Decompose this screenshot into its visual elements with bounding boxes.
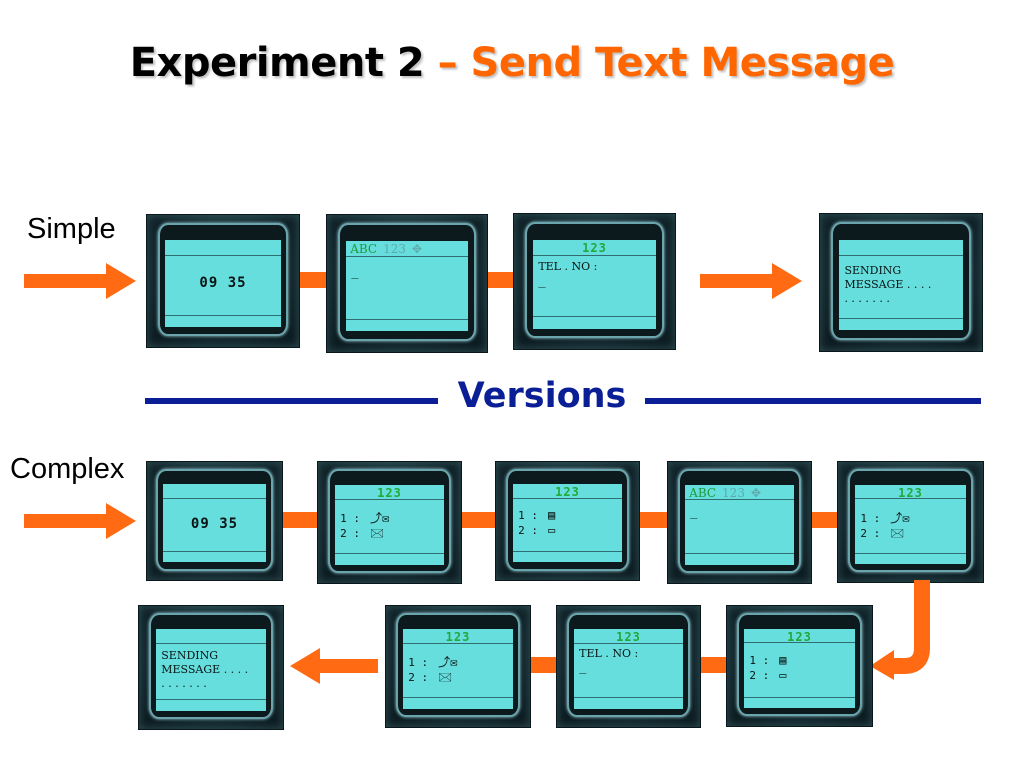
screen-header: 123 <box>616 629 641 644</box>
connector <box>486 272 513 288</box>
mode-abc: ABC <box>689 485 717 500</box>
write-message-icon: ⤴✉ <box>370 510 390 525</box>
card-icon: ▭ <box>548 523 556 538</box>
phone-screen-menu: 123 1 : ⤴✉ 2 : 🖂 <box>317 461 462 584</box>
connector <box>810 512 837 528</box>
entry-arrow-simple-icon <box>24 263 136 299</box>
connector <box>638 512 667 528</box>
move-icon: ✥ <box>750 485 762 500</box>
clock-time: 09 35 <box>190 515 239 532</box>
phone-screen-menu: 123 1 : ⤴✉ 2 : 🖂 <box>385 605 531 728</box>
screen-header: 123 <box>582 240 607 255</box>
connector <box>699 657 726 673</box>
menu-item-2-label: 2 : <box>860 526 881 540</box>
phone-screen-tel-no: 123 TEL . NO : _ <box>556 605 701 728</box>
menu-item-2-label: 2 : <box>518 524 539 538</box>
write-message-icon: ⤴✉ <box>890 510 910 525</box>
connector <box>460 512 495 528</box>
sending-line-1: SENDING <box>161 649 219 663</box>
screen-header: 123 <box>445 629 471 644</box>
move-icon: ✥ <box>411 242 423 257</box>
phone-screen-menu: 123 1 : ▤ 2 : ▭ <box>495 461 640 581</box>
mode-123: 123 <box>722 485 745 500</box>
arrow-to-sending-icon <box>700 263 802 299</box>
screen-header: 123 <box>555 485 580 500</box>
tel-no-prompt: TEL . NO : <box>538 259 598 273</box>
menu-item-2-label: 2 : <box>749 668 770 682</box>
title-task: – Send Text Message <box>424 40 895 86</box>
mode-abc: ABC <box>350 242 378 257</box>
label-simple: Simple <box>27 213 116 245</box>
versions-heading: Versions <box>457 376 627 416</box>
card-icon: ▭ <box>779 667 787 682</box>
text-cursor: _ <box>538 273 546 288</box>
sending-line-2: MESSAGE . . . . <box>161 663 249 677</box>
screen-header: 123 <box>898 485 923 500</box>
phone-screen-sending: SENDING MESSAGE . . . . . . . . . . . <box>138 605 284 730</box>
screen-header: 123 <box>377 485 402 500</box>
label-complex: Complex <box>10 453 125 485</box>
phone-screen-text-entry: ABC 123 ✥ _ <box>326 214 488 353</box>
tel-no-prompt: TEL . NO : <box>579 646 639 660</box>
screen-header: 123 <box>787 629 812 644</box>
divider-right <box>645 398 981 404</box>
write-message-icon: ⤴✉ <box>438 654 458 669</box>
menu-item-1-label: 1 : <box>518 509 539 523</box>
inbox-icon: 🖂 <box>438 669 453 684</box>
menu-item-1-label: 1 : <box>860 511 881 525</box>
phone-screen-clock: 09 35 <box>146 461 283 581</box>
title-experiment: Experiment 2 <box>129 40 425 86</box>
phone-screen-clock: 09 35 <box>146 214 300 348</box>
page-title: Experiment 2 – Send Text Message <box>0 40 1024 86</box>
document-icon: ▤ <box>548 508 556 523</box>
phone-screen-tel-no: 123 TEL . NO : _ <box>513 213 676 350</box>
phone-screen-menu: 123 1 : ⤴✉ 2 : 🖂 <box>837 461 984 583</box>
menu-item-1-label: 1 : <box>749 653 770 667</box>
arrow-to-sending-icon <box>290 648 378 684</box>
inbox-icon: 🖂 <box>890 525 905 540</box>
text-cursor: _ <box>351 265 359 280</box>
clock-time: 09 35 <box>199 274 247 291</box>
sending-line-3: . . . . . . . <box>844 292 890 306</box>
menu-item-1-label: 1 : <box>408 655 429 669</box>
document-icon: ▤ <box>779 652 787 667</box>
connector <box>529 657 556 673</box>
entry-arrow-complex-icon <box>24 503 136 539</box>
menu-item-1-label: 1 : <box>340 511 361 525</box>
mode-123: 123 <box>383 242 406 257</box>
sending-line-2: MESSAGE . . . . <box>844 278 932 292</box>
sending-line-1: SENDING <box>844 264 902 278</box>
menu-item-2-label: 2 : <box>340 526 361 540</box>
connector <box>281 512 317 528</box>
text-cursor: _ <box>690 504 698 519</box>
phone-screen-text-entry: ABC 123 ✥ _ <box>667 461 812 584</box>
phone-screen-sending: SENDING MESSAGE . . . . . . . . . . . <box>819 213 983 352</box>
menu-item-2-label: 2 : <box>408 670 429 684</box>
turn-arrow-icon <box>870 580 930 680</box>
inbox-icon: 🖂 <box>370 525 385 540</box>
connector <box>298 272 326 288</box>
sending-line-3: . . . . . . . <box>161 677 207 691</box>
text-cursor: _ <box>579 659 587 674</box>
divider-left <box>145 398 438 404</box>
phone-screen-menu: 123 1 : ▤ 2 : ▭ <box>726 605 873 727</box>
